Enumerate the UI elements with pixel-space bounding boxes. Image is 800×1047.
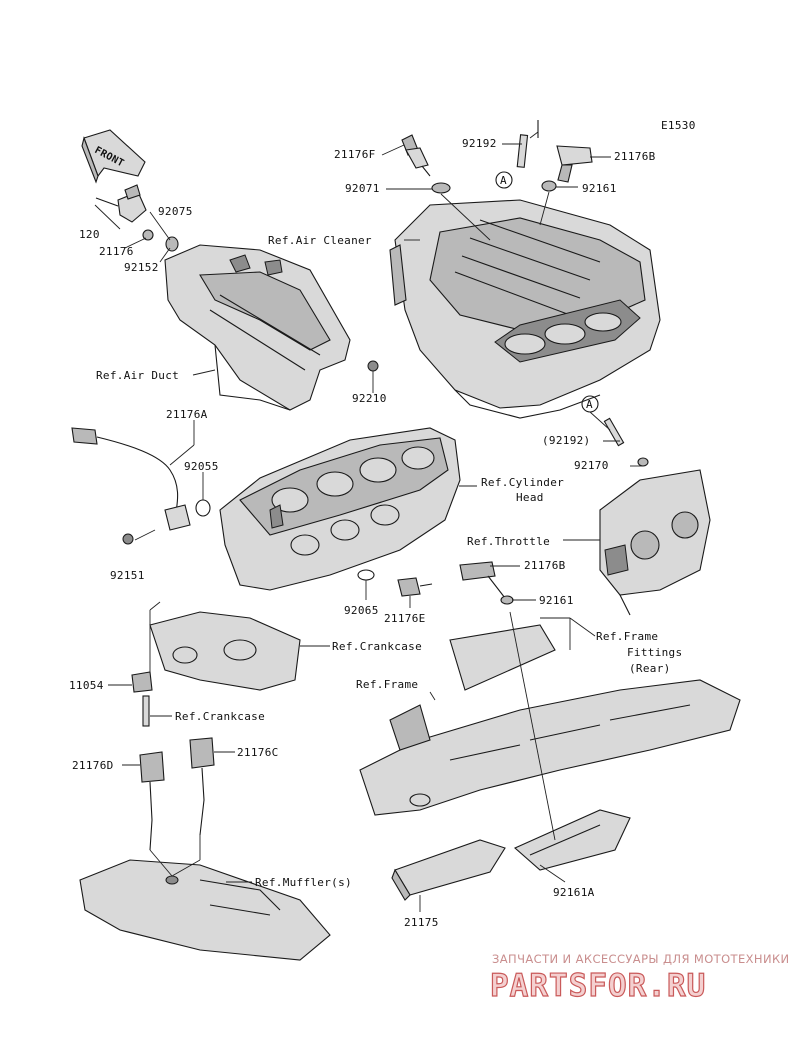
label-21175: 21175 — [404, 916, 439, 929]
washer-92152 — [142, 229, 154, 241]
circle-a-mid-label: A — [586, 398, 593, 411]
leader-lines — [94, 131, 643, 912]
crankcase — [149, 611, 301, 691]
sensor-21176D — [139, 751, 165, 851]
grommet-92170 — [637, 457, 649, 467]
air-duct — [164, 244, 351, 411]
label-21176: 21176 — [99, 245, 134, 258]
ref-frame-fittings-line2: Fittings — [627, 646, 682, 659]
reference-circle-a-mid: A — [581, 395, 599, 413]
grommet-92075 — [165, 236, 179, 252]
sensor-21176B-mid — [459, 561, 506, 599]
sensor-21176F — [401, 134, 431, 177]
front-arrow-icon: FRONT — [81, 129, 146, 184]
label-92161-mid: 92161 — [539, 594, 574, 607]
ref-crankcase-upper: Ref.Crankcase — [332, 640, 422, 653]
grommet-92071 — [431, 182, 451, 194]
circle-a-top-label: A — [500, 174, 507, 187]
ref-throttle: Ref.Throttle — [467, 535, 550, 548]
sensor-21176B-top — [556, 145, 593, 183]
sensor-21176A — [71, 427, 211, 531]
air-cleaner-box — [389, 199, 661, 419]
label-92075: 92075 — [158, 205, 193, 218]
bolt-crankcase — [142, 695, 150, 727]
ref-cylinder-head-line1: Ref.Cylinder — [481, 476, 564, 489]
bracket-11054 — [131, 671, 153, 693]
label-92055: 92055 — [184, 460, 219, 473]
ref-cylinder-head-line2: Head — [516, 491, 544, 504]
nut-92210 — [367, 360, 379, 372]
grommet-92161-mid — [500, 595, 514, 605]
label-92152: 92152 — [124, 261, 159, 274]
bolt-92151 — [122, 533, 134, 545]
label-92192-top: 92192 — [462, 137, 497, 150]
pin-92192-mid — [603, 417, 625, 447]
pin-92192-top — [516, 120, 539, 168]
cylinder-head — [219, 427, 461, 591]
ecu-21175 — [391, 839, 506, 901]
reference-circle-a-top: A — [495, 171, 513, 189]
frame — [359, 624, 741, 816]
label-92192-paren: (92192) — [542, 434, 590, 447]
sensor-21176E — [397, 577, 433, 597]
ref-air-duct: Ref.Air Duct — [96, 369, 179, 382]
label-92161-top: 92161 — [582, 182, 617, 195]
label-21176D: 21176D — [72, 759, 114, 772]
label-21176E: 21176E — [384, 612, 426, 625]
ref-crankcase-lower: Ref.Crankcase — [175, 710, 265, 723]
label-92071: 92071 — [345, 182, 380, 195]
label-92170: 92170 — [574, 459, 609, 472]
ref-frame-fittings-line1: Ref.Frame — [596, 630, 658, 643]
label-21176B-mid: 21176B — [524, 559, 566, 572]
ref-frame: Ref.Frame — [356, 678, 418, 691]
muffler — [79, 859, 331, 961]
ecu-bracket-92161A — [513, 809, 631, 871]
label-21176C: 21176C — [237, 746, 279, 759]
label-92065: 92065 — [344, 604, 379, 617]
watermark-logo: PARTSFOR.RU — [490, 968, 706, 1004]
label-11054: 11054 — [69, 679, 104, 692]
label-21176F: 21176F — [334, 148, 376, 161]
ref-muffler: Ref.Muffler(s) — [255, 876, 352, 889]
ref-frame-fittings-line3: (Rear) — [629, 662, 671, 675]
label-120: 120 — [79, 228, 100, 241]
watermark-tagline: ЗАПЧАСТИ И АКСЕССУАРЫ ДЛЯ МОТОТЕХНИКИ — [492, 952, 790, 966]
diagram-code: E1530 — [661, 119, 696, 132]
ref-air-cleaner: Ref.Air Cleaner — [268, 234, 372, 247]
sensor-21176 — [95, 184, 147, 223]
throttle-body — [599, 469, 711, 616]
label-92151: 92151 — [110, 569, 145, 582]
sensor-21176C — [189, 737, 215, 836]
label-92161A: 92161A — [553, 886, 595, 899]
label-21176B-top: 21176B — [614, 150, 656, 163]
label-21176A: 21176A — [166, 408, 208, 421]
grommet-92161-top — [541, 180, 557, 192]
label-92210: 92210 — [352, 392, 387, 405]
washer-92065 — [357, 569, 375, 581]
